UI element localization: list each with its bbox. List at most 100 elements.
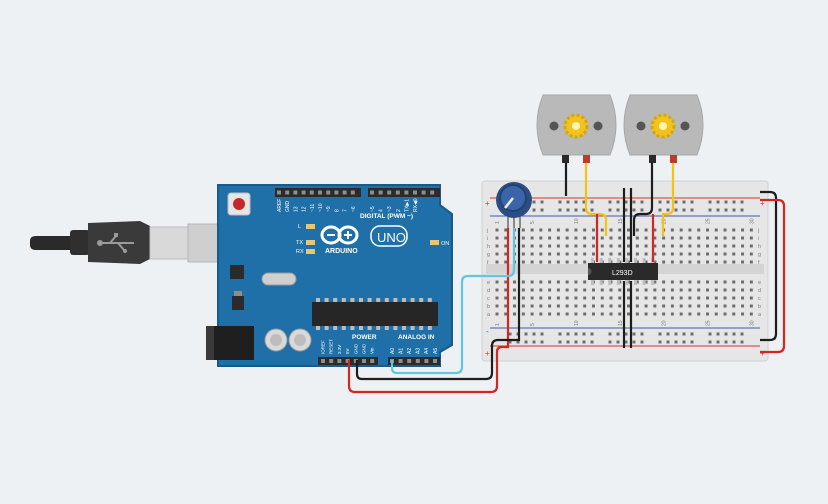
breadboard-hole[interactable]: [653, 312, 657, 316]
breadboard-hole[interactable]: [600, 252, 604, 256]
breadboard-hole[interactable]: [495, 244, 499, 248]
breadboard-hole[interactable]: [513, 312, 517, 316]
rail-hole[interactable]: [632, 200, 636, 204]
breadboard-hole[interactable]: [749, 288, 753, 292]
breadboard-hole[interactable]: [495, 296, 499, 300]
breadboard-hole[interactable]: [723, 236, 727, 240]
rail-hole[interactable]: [666, 200, 670, 204]
breadboard-hole[interactable]: [644, 280, 648, 284]
power-pin-hole[interactable]: [329, 359, 334, 363]
rail-hole[interactable]: [690, 332, 694, 336]
rail-hole[interactable]: [658, 208, 662, 212]
rail-hole[interactable]: [724, 340, 728, 344]
breadboard-hole[interactable]: [635, 228, 639, 232]
rail-hole[interactable]: [690, 208, 694, 212]
rail-hole[interactable]: [732, 208, 736, 212]
breadboard-hole[interactable]: [644, 312, 648, 316]
rail-hole[interactable]: [666, 332, 670, 336]
wire-rail-black-right[interactable]: [760, 190, 778, 342]
breadboard-hole[interactable]: [530, 280, 534, 284]
breadboard-hole[interactable]: [495, 280, 499, 284]
breadboard-hole[interactable]: [741, 296, 745, 300]
breadboard-hole[interactable]: [574, 252, 578, 256]
breadboard-hole[interactable]: [495, 304, 499, 308]
breadboard-hole[interactable]: [504, 304, 508, 308]
rail-hole[interactable]: [508, 340, 512, 344]
breadboard-hole[interactable]: [504, 244, 508, 248]
breadboard-hole[interactable]: [688, 288, 692, 292]
wire-gnd-black[interactable]: [355, 228, 521, 381]
breadboard-hole[interactable]: [495, 228, 499, 232]
breadboard-hole[interactable]: [583, 236, 587, 240]
breadboard-hole[interactable]: [697, 252, 701, 256]
breadboard-hole[interactable]: [574, 288, 578, 292]
breadboard-hole[interactable]: [732, 288, 736, 292]
breadboard-hole[interactable]: [679, 280, 683, 284]
breadboard-hole[interactable]: [653, 296, 657, 300]
breadboard-hole[interactable]: [635, 260, 639, 264]
rail-hole[interactable]: [682, 200, 686, 204]
rail-hole[interactable]: [558, 340, 562, 344]
breadboard-hole[interactable]: [583, 244, 587, 248]
breadboard-hole[interactable]: [688, 280, 692, 284]
breadboard-hole[interactable]: [609, 304, 613, 308]
breadboard-hole[interactable]: [618, 296, 622, 300]
breadboard-hole[interactable]: [495, 252, 499, 256]
power-pin-hole[interactable]: [370, 359, 375, 363]
breadboard-hole[interactable]: [548, 236, 552, 240]
breadboard-hole[interactable]: [723, 288, 727, 292]
breadboard-hole[interactable]: [697, 280, 701, 284]
rail-hole[interactable]: [590, 340, 594, 344]
breadboard-hole[interactable]: [749, 304, 753, 308]
breadboard-hole[interactable]: [591, 296, 595, 300]
usb-cable[interactable]: [30, 221, 231, 264]
breadboard-hole[interactable]: [670, 280, 674, 284]
rail-hole[interactable]: [658, 332, 662, 336]
breadboard-hole[interactable]: [627, 280, 631, 284]
breadboard-hole[interactable]: [670, 244, 674, 248]
rail-hole[interactable]: [740, 332, 744, 336]
reset-button[interactable]: [227, 192, 251, 216]
breadboard-hole[interactable]: [705, 288, 709, 292]
breadboard-hole[interactable]: [688, 312, 692, 316]
breadboard-hole[interactable]: [583, 280, 587, 284]
breadboard-hole[interactable]: [504, 312, 508, 316]
breadboard-hole[interactable]: [539, 288, 543, 292]
breadboard-hole[interactable]: [548, 252, 552, 256]
breadboard-hole[interactable]: [653, 260, 657, 264]
breadboard-hole[interactable]: [688, 304, 692, 308]
breadboard-hole[interactable]: [635, 304, 639, 308]
rail-hole[interactable]: [708, 208, 712, 212]
breadboard-hole[interactable]: [591, 236, 595, 240]
breadboard-hole[interactable]: [723, 228, 727, 232]
rail-hole[interactable]: [666, 340, 670, 344]
breadboard-hole[interactable]: [714, 244, 718, 248]
breadboard-hole[interactable]: [653, 288, 657, 292]
rail-hole[interactable]: [732, 332, 736, 336]
breadboard-hole[interactable]: [679, 236, 683, 240]
breadboard-hole[interactable]: [565, 296, 569, 300]
breadboard-hole[interactable]: [548, 228, 552, 232]
breadboard-hole[interactable]: [539, 244, 543, 248]
breadboard-hole[interactable]: [513, 288, 517, 292]
breadboard-hole[interactable]: [530, 228, 534, 232]
rail-hole[interactable]: [740, 208, 744, 212]
breadboard-hole[interactable]: [504, 296, 508, 300]
rail-hole[interactable]: [616, 340, 620, 344]
breadboard-hole[interactable]: [556, 280, 560, 284]
breadboard-hole[interactable]: [618, 304, 622, 308]
breadboard-hole[interactable]: [741, 312, 745, 316]
breadboard-hole[interactable]: [741, 252, 745, 256]
rail-hole[interactable]: [724, 208, 728, 212]
rail-hole[interactable]: [608, 332, 612, 336]
rail-hole[interactable]: [540, 332, 544, 336]
breadboard-hole[interactable]: [627, 228, 631, 232]
breadboard-hole[interactable]: [513, 280, 517, 284]
breadboard-hole[interactable]: [600, 312, 604, 316]
breadboard-hole[interactable]: [574, 228, 578, 232]
breadboard-hole[interactable]: [591, 312, 595, 316]
power-pin-hole[interactable]: [362, 359, 366, 363]
breadboard-hole[interactable]: [670, 228, 674, 232]
breadboard-hole[interactable]: [679, 304, 683, 308]
